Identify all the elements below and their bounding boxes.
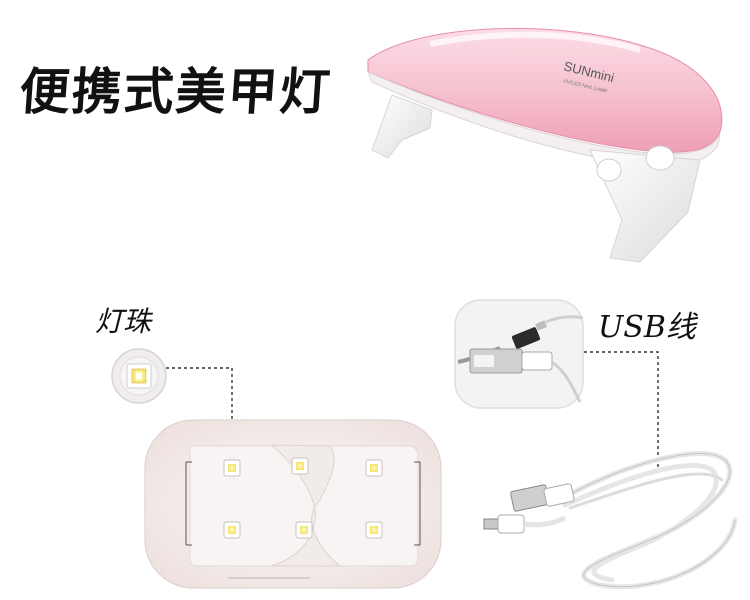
led-label: 灯珠	[95, 305, 152, 338]
usb-cable	[557, 451, 738, 590]
led-bead	[223, 521, 241, 539]
lamp-base	[144, 419, 442, 589]
lamp-leg-hole	[596, 158, 622, 182]
lamp-leg-left	[371, 94, 433, 159]
led-closeup	[111, 348, 167, 404]
usb-leader-line	[584, 351, 659, 470]
usb-closeup	[454, 299, 584, 409]
lamp-shell	[367, 27, 723, 153]
led-bead	[291, 457, 309, 475]
led-bead	[223, 459, 241, 477]
led-bead	[365, 521, 383, 539]
lamp-leg-hole	[645, 145, 675, 171]
usb-label: USB线	[598, 310, 696, 345]
micro-usb-plug	[483, 514, 567, 534]
led-bead	[295, 521, 313, 539]
usb-a-plug	[510, 483, 575, 512]
led-bead	[365, 459, 383, 477]
nail-lamp: SUNmini UV/LED NAIL LAMP	[367, 27, 723, 263]
usb-cable-outline	[559, 453, 736, 588]
led-array	[223, 457, 383, 539]
